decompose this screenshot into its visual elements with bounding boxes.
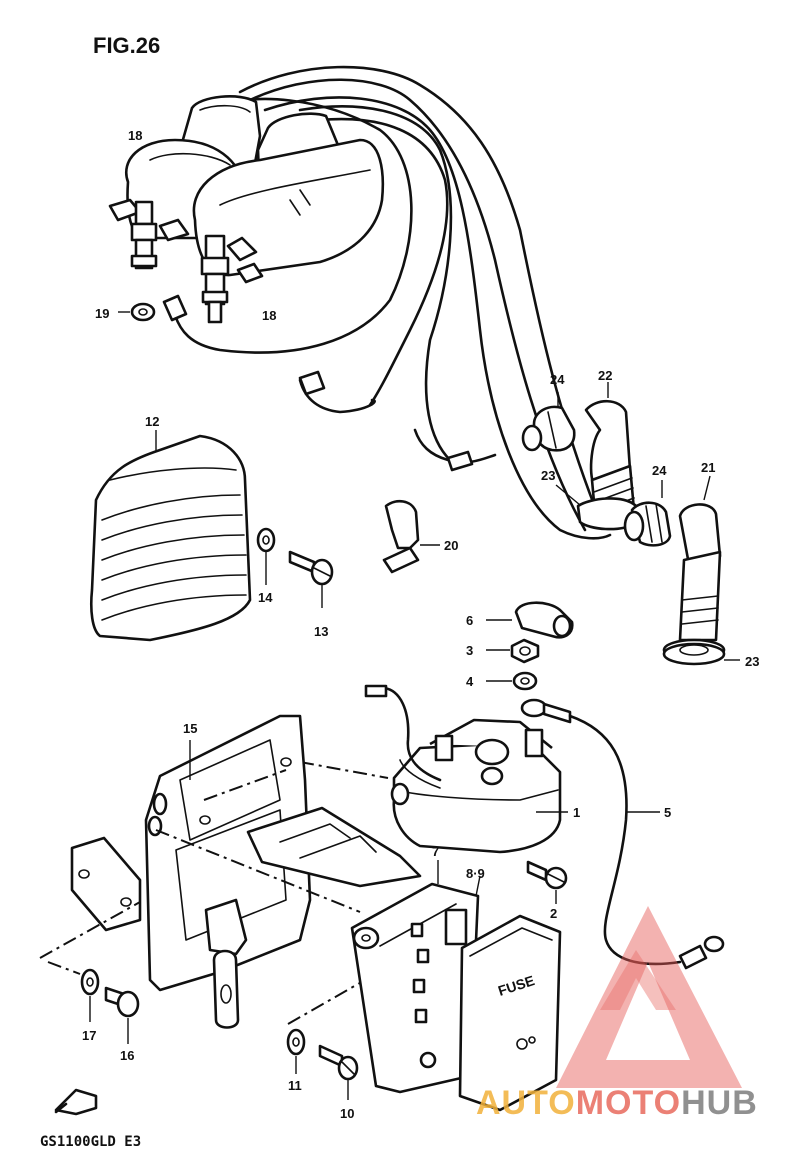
watermark-hub: HUB — [681, 1084, 758, 1122]
callout-13: 13 — [314, 624, 328, 639]
callout-7: 7 — [432, 844, 439, 859]
screw-2 — [526, 860, 568, 904]
starter-relay — [364, 684, 562, 854]
automotohub-watermark: AUTOMOTOHUB — [476, 906, 758, 1122]
callout-15: 15 — [183, 721, 197, 736]
callout-4: 4 — [466, 674, 474, 689]
callout-16: 16 — [120, 1048, 134, 1063]
washer-14 — [256, 527, 276, 585]
callout-14: 14 — [258, 590, 273, 605]
washer-11 — [286, 1028, 306, 1074]
callout-3: 3 — [466, 643, 473, 658]
watermark-auto: AUTO — [476, 1084, 576, 1122]
nut-19 — [118, 302, 156, 322]
callout-23-upper: 23 — [541, 468, 555, 483]
mounting-plate-15 — [144, 714, 422, 1029]
plug-cap-21 — [678, 503, 722, 642]
ignition-coil-right — [192, 112, 385, 324]
plug-cap-22 — [576, 399, 638, 531]
relay-lead-wire-5 — [520, 698, 725, 970]
callout-2: 2 — [550, 906, 557, 921]
bolt-13 — [288, 550, 334, 608]
callout-8-9: 8·9 — [466, 866, 485, 881]
screw-10 — [318, 1044, 359, 1100]
watermark-moto: MOTO — [576, 1084, 681, 1122]
callout-19: 19 — [95, 306, 109, 321]
callout-10: 10 — [340, 1106, 354, 1121]
noise-suppressor-cap-24-upper — [521, 405, 576, 452]
watermark-logo-icon — [556, 906, 742, 1088]
callout-23-lower: 23 — [745, 654, 759, 669]
side-bracket — [70, 836, 142, 932]
front-direction-arrow-icon — [54, 1088, 98, 1116]
ignition-coil-left — [108, 95, 262, 270]
callout-6: 6 — [466, 613, 473, 628]
callout-18-right: 18 — [262, 308, 276, 323]
callout-5: 5 — [664, 805, 671, 820]
cap-seal-23-lower — [662, 638, 740, 666]
callout-11: 11 — [288, 1078, 302, 1093]
figure-title: FIG.26 — [93, 33, 160, 58]
callout-17: 17 — [82, 1028, 96, 1043]
clamp-20 — [382, 499, 440, 574]
callout-24-upper: 24 — [550, 372, 565, 387]
callout-20: 20 — [444, 538, 458, 553]
fuse-box-7 — [350, 860, 481, 1094]
nut-3 — [486, 638, 540, 664]
callout-22: 22 — [598, 368, 612, 383]
callout-1: 1 — [573, 805, 580, 820]
callout-24-lower: 24 — [652, 463, 667, 478]
terminal-cover-6 — [486, 601, 574, 639]
washer-4 — [486, 671, 538, 691]
callout-21: 21 — [701, 460, 715, 475]
bolt-16 — [104, 986, 140, 1044]
cdi-unit — [89, 430, 252, 642]
callout-labels: 18 18 19 24 22 12 23 24 21 20 14 13 6 3 … — [82, 128, 759, 1121]
noise-suppressor-cap-24-lower — [623, 501, 672, 547]
fuse-cover-8-9: FUSE — [458, 914, 562, 1112]
ht-leads — [162, 65, 612, 540]
callout-18-left: 18 — [128, 128, 142, 143]
model-code: GS1100GLD E3 — [40, 1134, 141, 1150]
svg-text:AUTOMOTOHUB: AUTOMOTOHUB — [476, 1084, 758, 1122]
callout-12: 12 — [145, 414, 159, 429]
washer-17 — [80, 968, 100, 1022]
